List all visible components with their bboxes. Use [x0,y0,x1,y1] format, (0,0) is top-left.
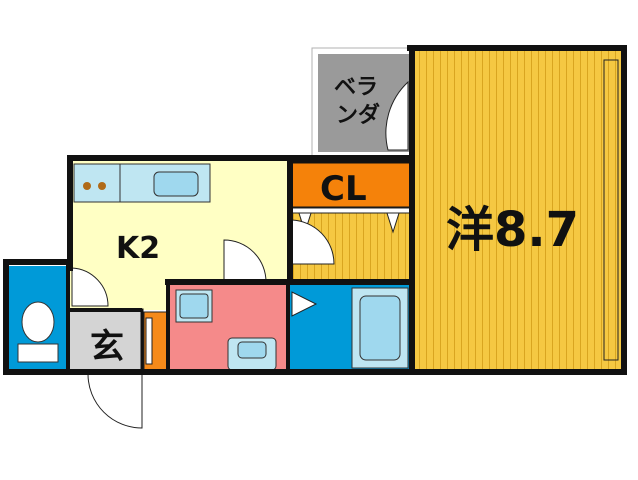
kitchen: K2 [70,160,335,310]
closet-hall-door-swing [291,219,335,265]
entrance: 玄 [70,311,169,429]
toilet-tank-icon [17,343,59,363]
stove-burner-right-icon [98,182,106,190]
toilet-bowl-icon [21,301,55,343]
veranda-door-swing [385,80,409,151]
bathroom [290,284,412,370]
entrance-label: 玄 [90,327,124,367]
kitchen-sink-icon [153,171,199,197]
kitchen-label: K2 [116,231,160,266]
washroom [170,284,288,371]
closet-label: CL [320,169,367,209]
veranda-label-line2: ンダ [336,102,380,128]
closet: CL [288,160,414,234]
walls [3,45,627,375]
window [603,59,619,361]
western-room-label: 洋8.7 [446,202,579,258]
western-room: 洋8.7 [412,50,622,370]
stove-burner-left-icon [83,182,91,190]
veranda-label-line1: ベラ [334,75,378,100]
kitchen-door-swing [223,239,267,283]
veranda: ベラ ンダ [311,47,413,157]
bathroom-door-icon [291,291,318,317]
toilet-door-swing [71,267,109,307]
entrance-door-swing [87,373,143,429]
toilet-room [8,266,68,370]
